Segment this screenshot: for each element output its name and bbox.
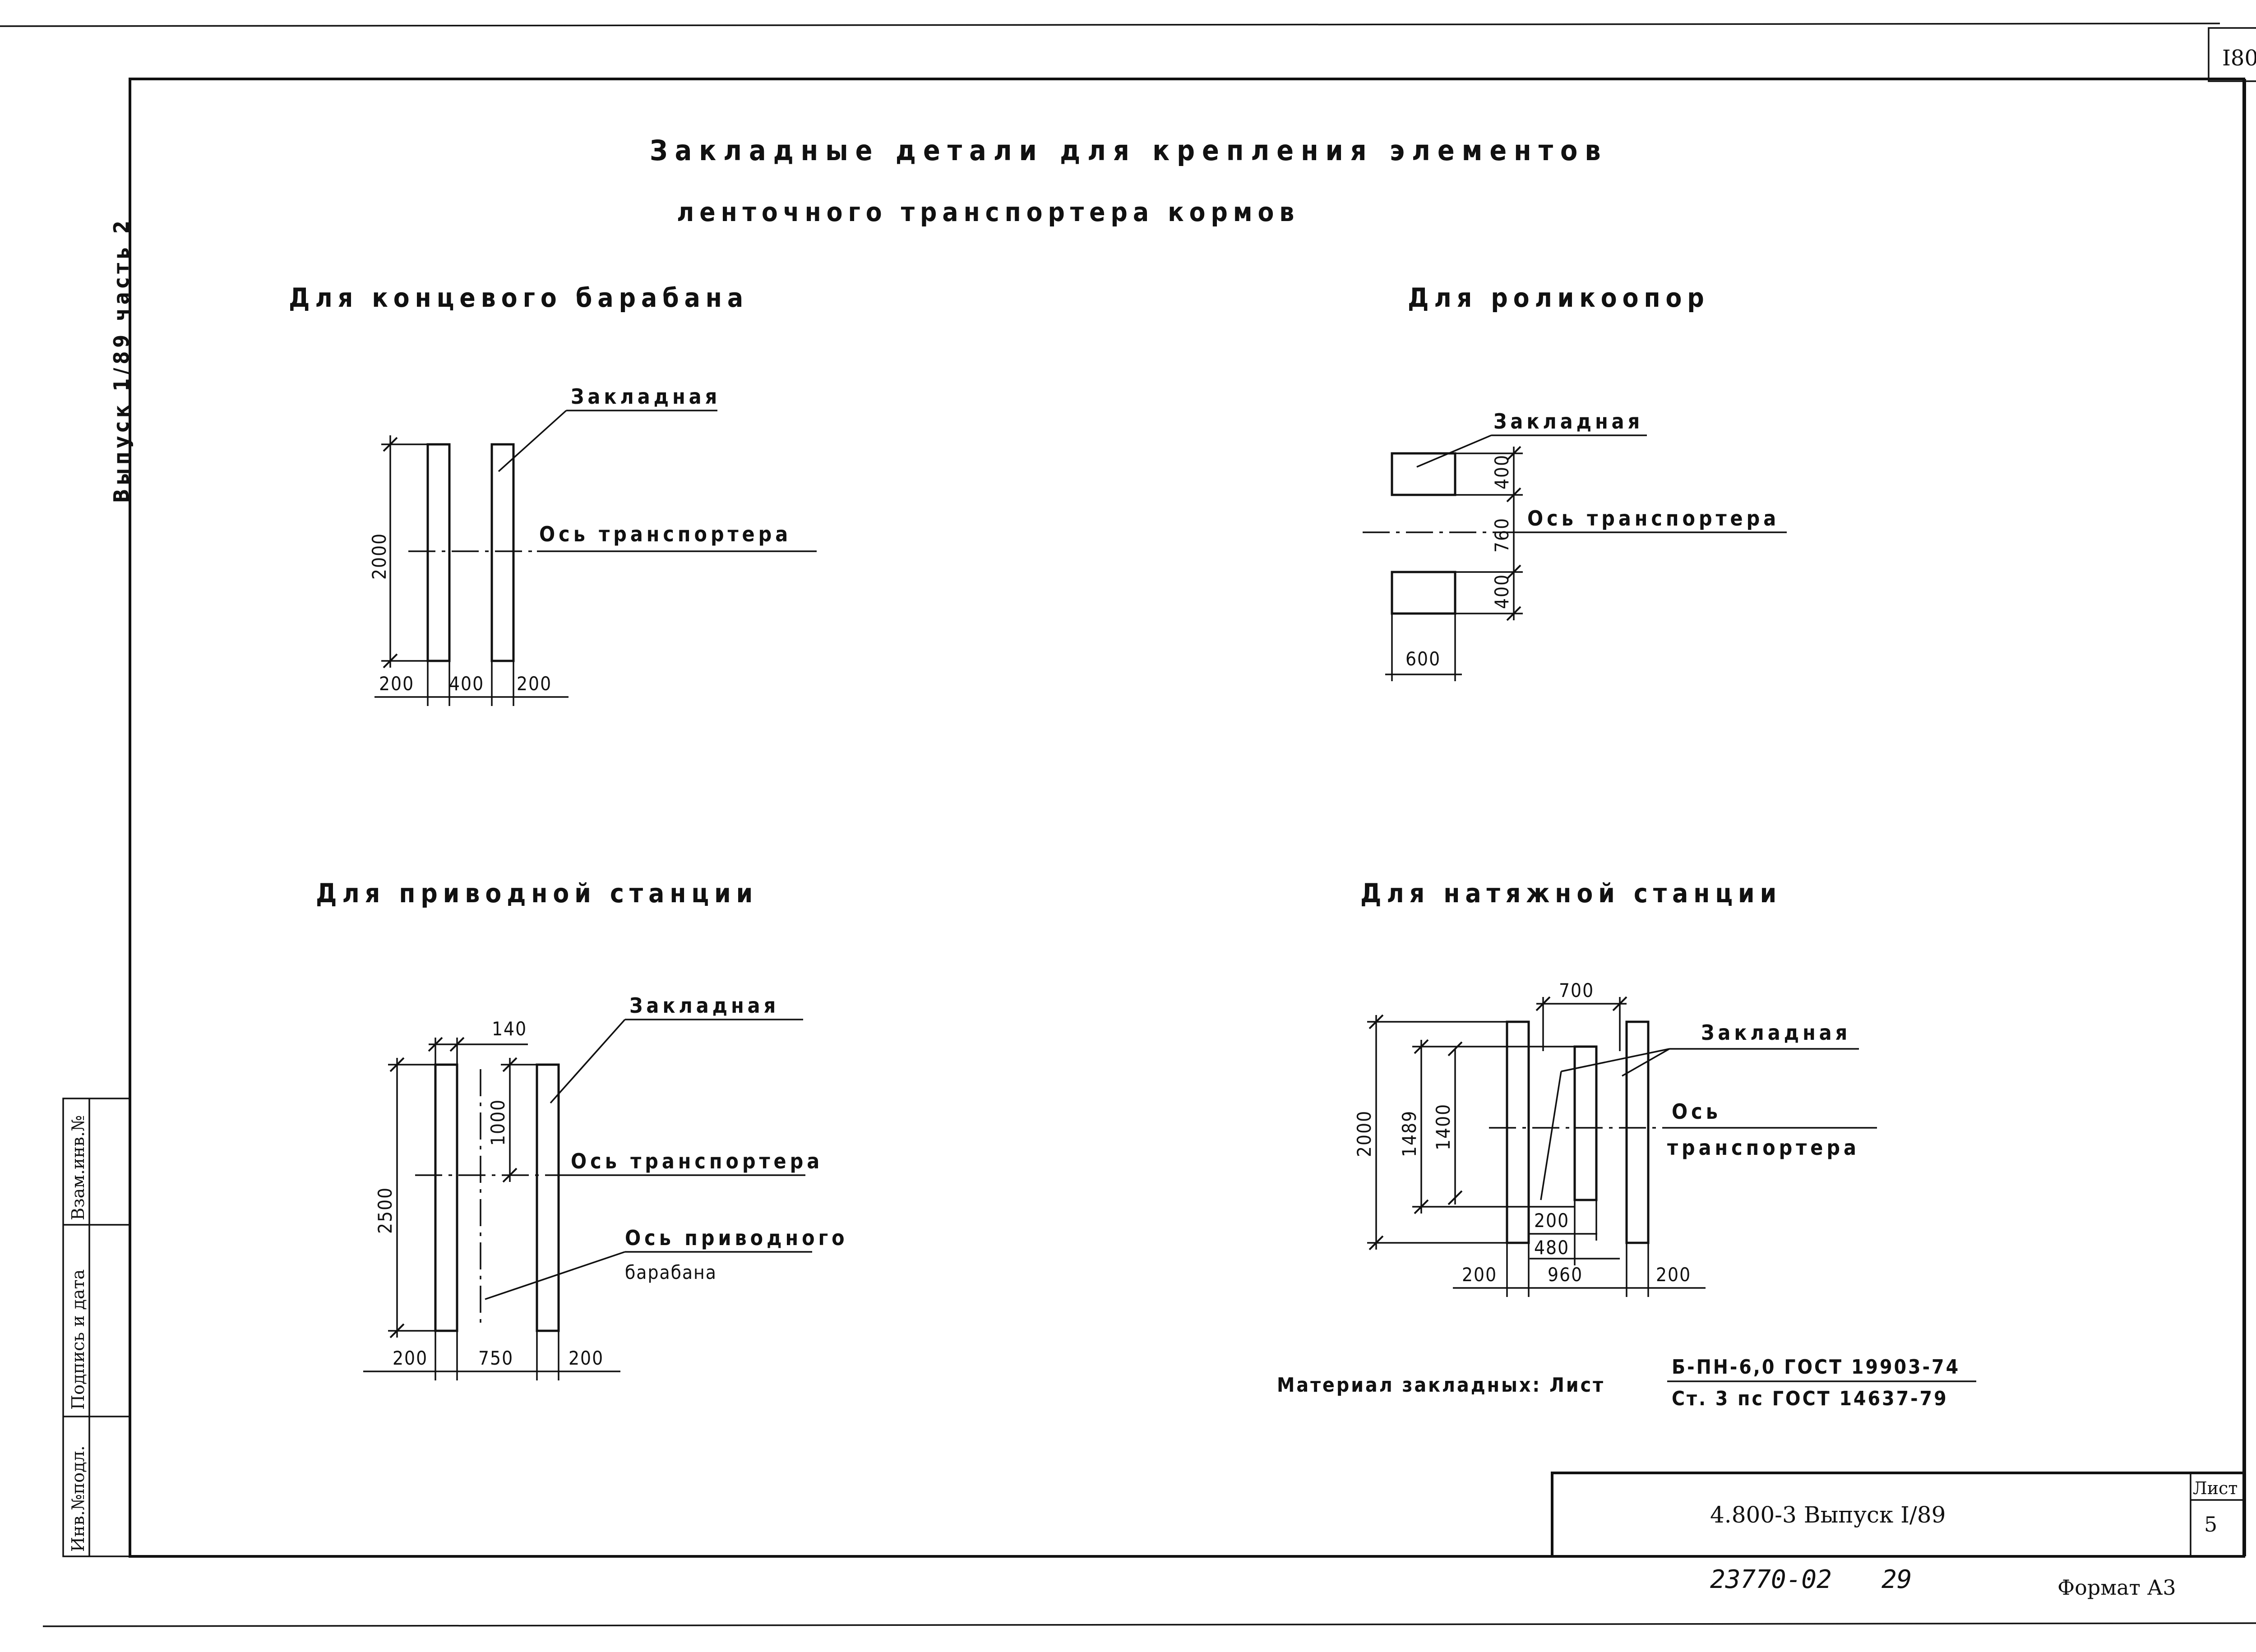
end-drum-dim-right: 200 [517, 673, 552, 695]
rollers-title: Для роликоопор [1408, 282, 1710, 313]
rollers-plate-top [1391, 452, 1456, 496]
end-drum-embed-label: Закладная [571, 384, 721, 409]
material-label: Материал закладных: Лист [1277, 1374, 1605, 1397]
drive-dim-mid: 750 [478, 1347, 513, 1369]
drive-plate-left [434, 1063, 458, 1332]
page-number-box [2208, 27, 2256, 82]
tension-dim-200: 200 [1534, 1209, 1569, 1232]
tension-plate-right [1625, 1020, 1650, 1244]
drawing-drive-station: Для приводной станции Ось транспортера О… [316, 878, 848, 1380]
left-stamp-strip: Взам.инв.№ Подпись и дата Инв.№подл. [62, 1098, 131, 1557]
tension-dim-left: 200 [1462, 1264, 1497, 1286]
page-number: I80 [2222, 46, 2256, 71]
end-drum-dim-height: 2000 [368, 533, 390, 580]
tension-station-title: Для натяжной станции [1360, 878, 1782, 909]
drive-station-title: Для приводной станции [316, 878, 758, 909]
material-numerator: Б-ПН-6,0 ГОСТ 19903-74 [1672, 1356, 1960, 1379]
title-block-designation: 4.800-3 Выпуск I/89 [1710, 1502, 1946, 1528]
end-drum-plate-right [490, 443, 515, 662]
rollers-embed-label: Закладная [1493, 409, 1643, 434]
drawing-rollers: Для роликоопор Ось транспортера Закладна… [1363, 282, 1787, 681]
title-block: 4.800-3 Выпуск I/89 Лист 5 23770-02 29 Ф… [1551, 1472, 2245, 1600]
rollers-axis-label: Ось транспортера [1527, 506, 1780, 531]
title-line-2: ленточного транспортера кормов [677, 197, 1299, 227]
material-note: Материал закладных: Лист Б-ПН-6,0 ГОСТ 1… [1277, 1356, 1976, 1410]
end-drum-plate-left [426, 443, 451, 662]
drive-embed-label: Закладная [629, 993, 779, 1018]
title-line-1: Закладные детали для крепления элементов [650, 134, 1608, 167]
tension-dim-1400: 1400 [1432, 1103, 1454, 1150]
drive-axis-label: Ось транспортера [571, 1149, 823, 1173]
top-trim-line [0, 23, 2220, 27]
tension-dim-mid: 960 [1548, 1264, 1583, 1286]
archive-sheet: 29 [1882, 1565, 1912, 1594]
stamp-signature-date: Подпись и дата [68, 1269, 88, 1410]
bottom-trim-line [42, 1622, 2256, 1627]
stamp-inv-original: Инв.№подл. [68, 1445, 88, 1552]
rollers-dim-mid: 760 [1491, 517, 1513, 553]
tension-dim-right: 200 [1656, 1264, 1691, 1286]
archive-number: 23770-02 [1710, 1565, 1832, 1594]
end-drum-dim-mid: 400 [449, 673, 484, 695]
rollers-dim-top: 400 [1491, 454, 1513, 489]
tension-plate-inner [1573, 1045, 1598, 1201]
end-drum-axis-label: Ось транспортера [539, 522, 791, 546]
drive-drum-axis-label-1: Ось приводного [625, 1226, 848, 1250]
drawing-end-drum: Для концевого барабана Ось транспортера … [289, 282, 817, 706]
drawing-tension-station: Для натяжной станции Ось транспортера За… [1353, 878, 1877, 1297]
title-block-sheet-label: Лист [2193, 1478, 2238, 1498]
rollers-plate-bottom [1391, 571, 1456, 615]
format-label: Формат А3 [2057, 1575, 2176, 1600]
tension-plate-left [1506, 1020, 1530, 1244]
stamp-replace-inv: Взам.инв.№ [68, 1115, 88, 1220]
drive-drum-axis-label-2: барабана [625, 1261, 717, 1283]
drive-plate-right [536, 1063, 560, 1332]
tension-dim-1489: 1489 [1398, 1110, 1420, 1157]
tension-dim-2000: 2000 [1353, 1110, 1375, 1157]
tension-axis-label-1: Ось [1672, 1099, 1721, 1124]
end-drum-dim-left: 200 [379, 673, 414, 695]
rollers-dim-width: 600 [1405, 648, 1441, 670]
drive-dim-left: 200 [393, 1347, 428, 1369]
drive-dim-140: 140 [492, 1018, 527, 1040]
tension-axis-label-2: транспортера [1667, 1135, 1860, 1160]
material-denominator: Ст. 3 пс ГОСТ 14637-79 [1672, 1387, 1948, 1410]
side-issue-note: Выпуск 1/89 часть 2 [109, 217, 134, 503]
drive-dim-right: 200 [569, 1347, 604, 1369]
tension-embed-label: Закладная [1701, 1020, 1851, 1045]
end-drum-title: Для концевого барабана [289, 282, 749, 313]
tension-dim-480: 480 [1534, 1237, 1569, 1259]
drive-dim-2500: 2500 [374, 1187, 396, 1234]
rollers-dim-bottom: 400 [1491, 574, 1513, 609]
title-block-sheet-number: 5 [2204, 1512, 2217, 1537]
tension-dim-700: 700 [1559, 979, 1594, 1001]
drive-dim-1000: 1000 [487, 1099, 509, 1146]
